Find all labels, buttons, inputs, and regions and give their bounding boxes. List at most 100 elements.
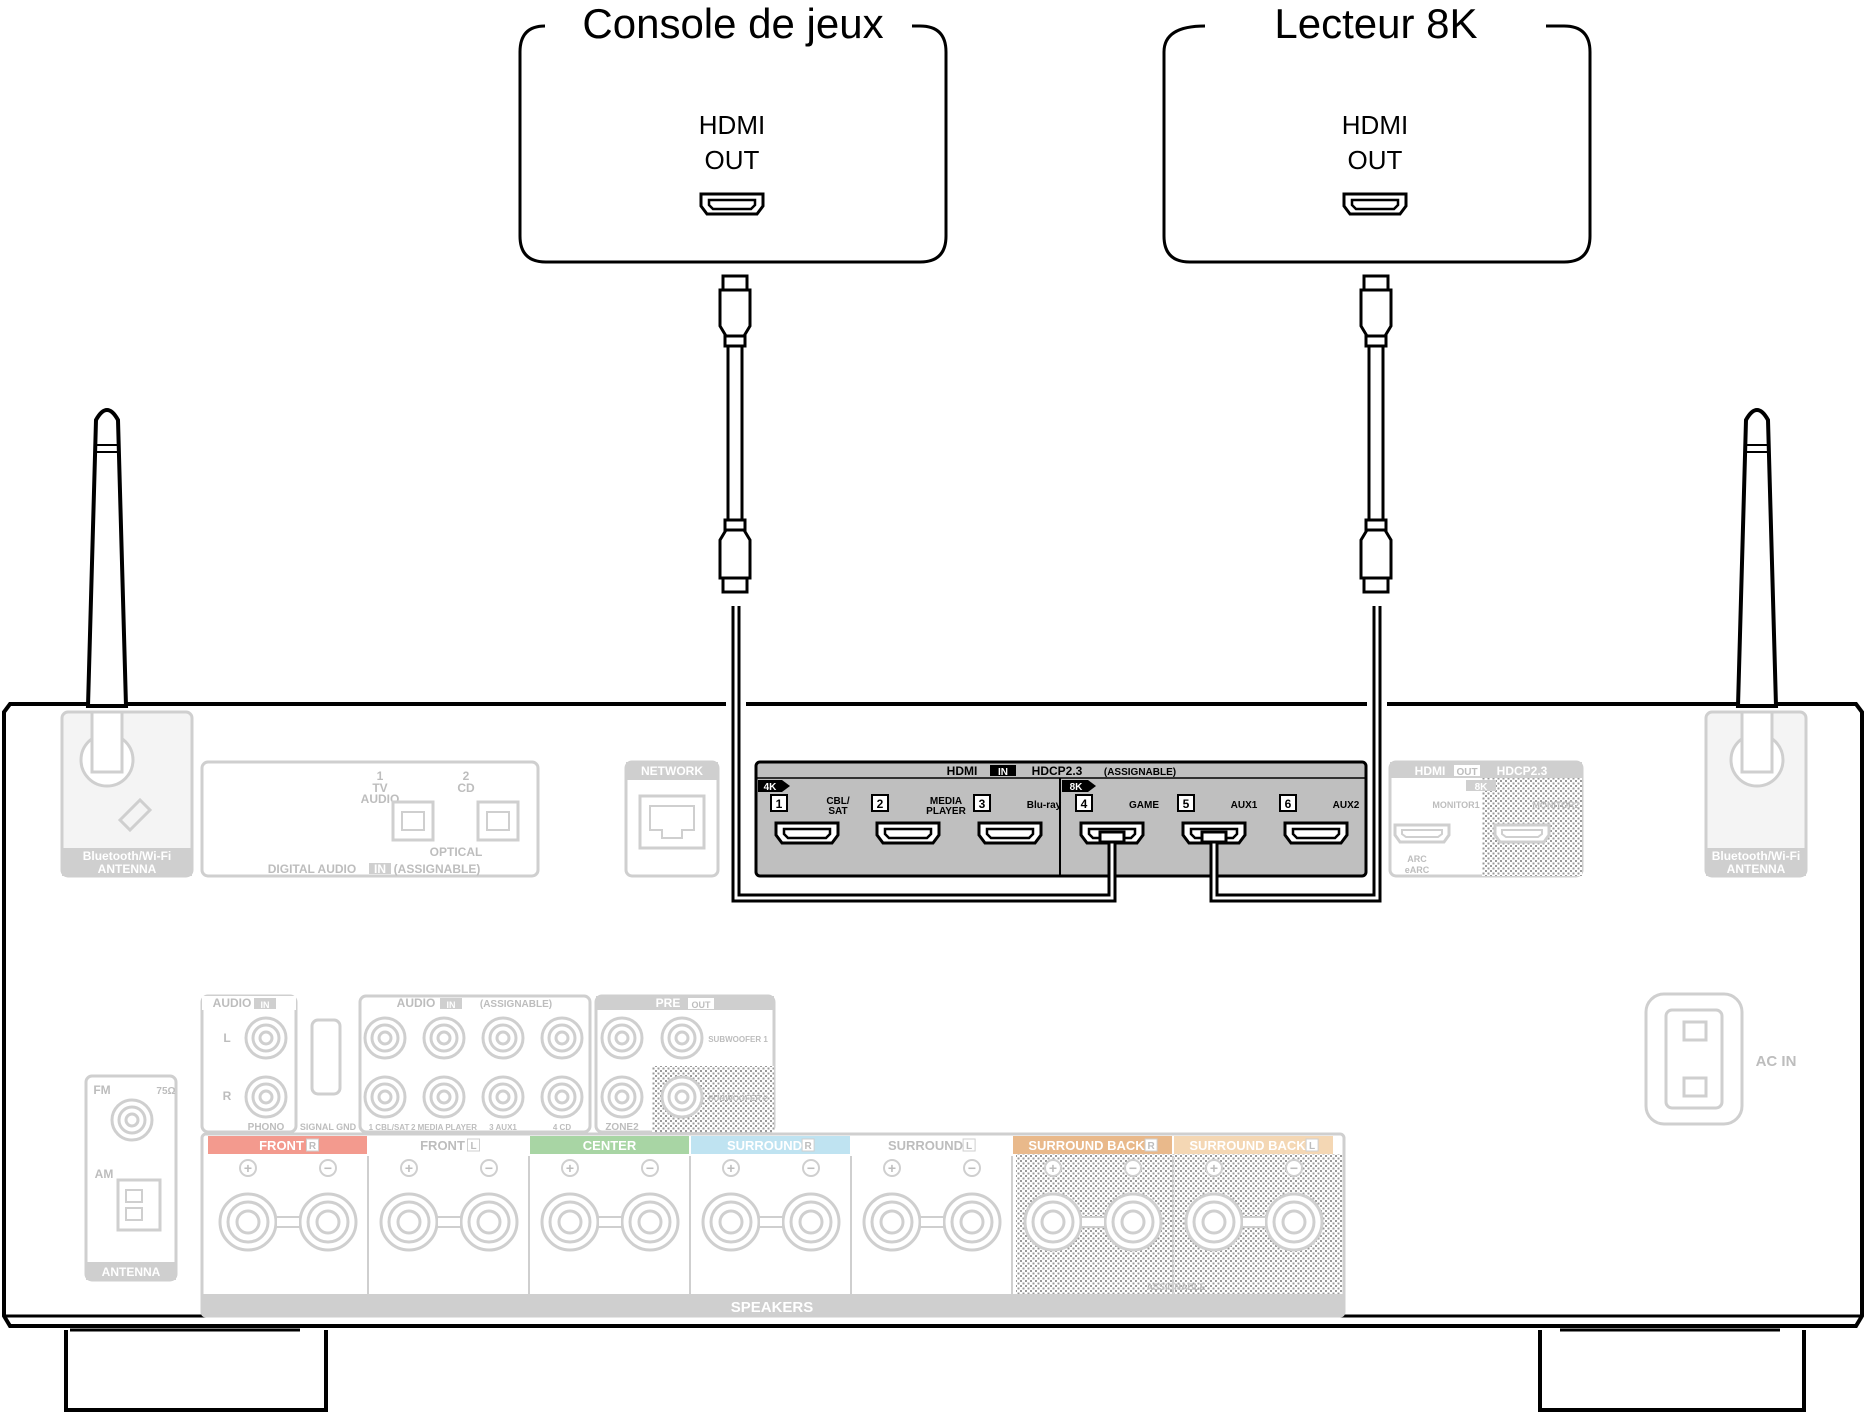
device-title-console: Console de jeux [582, 0, 883, 47]
optical-port-icon [391, 800, 435, 842]
plus-icon: + [244, 1160, 252, 1176]
hdmi-plug-icon [721, 274, 749, 292]
hdmi-in-port-label: GAME [1129, 800, 1159, 811]
hdmi-plug-icon [1200, 830, 1228, 844]
minus-icon: − [968, 1160, 976, 1176]
audio-in-label: 1 CBL/SAT [369, 1123, 410, 1132]
audio-in-header: AUDIO [397, 996, 436, 1010]
out-badge: OUT [692, 1000, 712, 1010]
device-8k-player: Lecteur 8K HDMI OUT [1162, 0, 1592, 264]
hdmi-out-port-monitor2 [1493, 823, 1551, 844]
optical-port-icon [476, 800, 520, 842]
hdmi-in-port-label: CBL/ [826, 796, 850, 807]
hdmi-in-port-1 [774, 821, 840, 845]
speaker-terminal-icon [218, 1192, 278, 1252]
subwoofer-label: SUBWOOFER 2 [708, 1094, 768, 1103]
audio-in-phono: AUDIO IN L R PHONO SIGNAL GND [200, 994, 357, 1134]
device-title-8k-player: Lecteur 8K [1274, 0, 1477, 47]
zone2-label: ZONE2 [605, 1122, 639, 1133]
hdmi-port-icon [699, 192, 765, 216]
signal-gnd-icon [310, 1018, 342, 1096]
minus-icon: − [646, 1160, 654, 1176]
speaker-terminal-icon [862, 1192, 922, 1252]
device-port-label: HDMI [1342, 110, 1408, 140]
plus-icon: + [888, 1160, 896, 1176]
antenna-label: Bluetooth/Wi-Fi [1712, 849, 1801, 863]
am-terminal-icon [116, 1178, 162, 1232]
hdmi-in-port-number: 4 [1081, 797, 1088, 811]
hdmi-in-port-number: 2 [877, 797, 884, 811]
speaker-side-badge: L [1309, 1141, 1315, 1152]
hdmi-out-header: HDMI [1415, 764, 1446, 778]
speaker-terminal-icon [1264, 1192, 1324, 1252]
badge-8k: 8K [1070, 782, 1084, 793]
wifi-antenna-left: Bluetooth/Wi-Fi ANTENNA [60, 408, 194, 878]
hdmi-plug-icon [721, 576, 749, 594]
plus-icon: + [1210, 1160, 1218, 1176]
ac-in-label: AC IN [1756, 1053, 1797, 1070]
speakers-footer: SPEAKERS [731, 1299, 814, 1316]
hdmi-plug-icon [1362, 576, 1390, 594]
rca-jack-icon [540, 1016, 584, 1060]
minus-icon: − [807, 1160, 815, 1176]
hdmi-in-port-number: 1 [776, 797, 783, 811]
pre-out-header: PRE [656, 996, 681, 1010]
rca-jack-icon [422, 1016, 466, 1060]
fm-am-antenna: FM 75Ω AM ANTENNA [84, 1074, 178, 1282]
hdmi-in-port-number: 6 [1285, 797, 1292, 811]
assignable-label: (ASSIGNABLE) [394, 862, 481, 876]
speaker-group-label: CENTER [583, 1138, 637, 1153]
speaker-terminal-icon [620, 1192, 680, 1252]
hdmi-out-port-monitor1 [1393, 823, 1451, 844]
hdmi-in-port-number: 3 [979, 797, 986, 811]
speaker-terminal-icon [781, 1192, 841, 1252]
assignable-label: (ASSIGNABLE) [480, 999, 552, 1010]
speaker-group-label: SURROUND BACK [1028, 1138, 1145, 1153]
in-badge: IN [998, 767, 1008, 778]
rca-jack-icon [422, 1075, 466, 1119]
speaker-terminal-icon [1184, 1192, 1244, 1252]
assignable-label: (ASSIGNABLE) [1104, 767, 1176, 778]
speaker-group-label: FRONT [420, 1138, 465, 1153]
ac-inlet: AC IN [1644, 992, 1797, 1126]
device-port-label: OUT [1348, 145, 1403, 175]
speaker-terminal-icon [459, 1192, 519, 1252]
hdcp-label: HDCP2.3 [1032, 764, 1083, 778]
minus-icon: − [485, 1160, 493, 1176]
device-console: Console de jeux HDMI OUT [518, 0, 948, 264]
phono-label: PHONO [248, 1122, 285, 1133]
speaker-group-label: SURROUND [888, 1138, 963, 1153]
audio-in-assignable: AUDIO IN (ASSIGNABLE) 1 CBL/SAT 2 MEDIA … [358, 994, 592, 1134]
antenna-label: Bluetooth/Wi-Fi [83, 849, 172, 863]
digital-audio-footer: DIGITAL AUDIO [268, 862, 356, 876]
hdmi-in-header: HDMI [947, 764, 978, 778]
digital-audio-tv: AUDIO [361, 792, 400, 806]
signal-gnd-label: SIGNAL GND [300, 1122, 357, 1132]
digital-audio-cd: CD [457, 781, 475, 795]
speaker-group: CENTER+− [530, 1136, 691, 1294]
speaker-side-badge: L [470, 1141, 476, 1152]
subwoofer-label: SUBWOOFER 1 [708, 1035, 768, 1044]
speaker-terminal-icon [701, 1192, 761, 1252]
arc-label: eARC [1405, 865, 1430, 875]
hdmi-cable-console [718, 274, 752, 594]
arc-label: ARC [1407, 854, 1427, 864]
in-badge: IN [261, 1000, 270, 1010]
monitor-label: MONITOR1 [1432, 800, 1479, 810]
badge-8k: 8K [1475, 782, 1489, 793]
speaker-group-label: FRONT [259, 1138, 304, 1153]
in-badge: IN [447, 1000, 456, 1010]
optical-label: OPTICAL [430, 845, 483, 859]
minus-icon: − [324, 1160, 332, 1176]
antenna-label: ANTENNA [98, 862, 157, 876]
rca-jack-icon [600, 1016, 644, 1060]
digital-audio-in: 1 TV AUDIO 2 CD OPTICAL DIGITAL AUDIO IN… [200, 760, 540, 878]
pre-out: PRE OUT SUBWOOFER 1 SUBWOOFER 2 ZONE2 [594, 994, 776, 1134]
